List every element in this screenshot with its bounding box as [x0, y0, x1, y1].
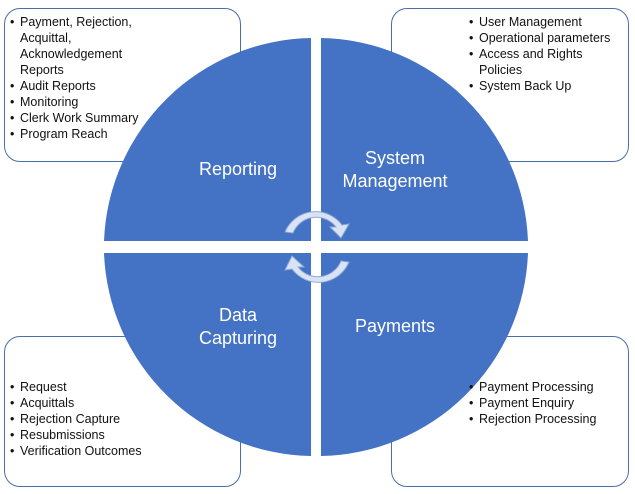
payments-list-item: Payment Enquiry [469, 395, 619, 411]
system-management-list-item: User Management [469, 14, 619, 30]
system-management-title-line: Management [342, 171, 448, 191]
data-capturing-title-line: Data [218, 305, 258, 325]
quadrant-payments [321, 253, 528, 456]
reporting-list-item: Audit Reports [10, 78, 142, 94]
system-management-title-line: System [364, 148, 425, 168]
system-management-title: System Management [320, 147, 470, 193]
system-management-list: User Management Operational parameters A… [469, 14, 619, 94]
quadrant-system-management [321, 38, 528, 241]
data-capturing-list: Request Acquittals Rejection Capture Res… [10, 379, 170, 459]
data-capturing-title: Data Capturing [168, 304, 308, 350]
quadrant-data-capturing [104, 253, 311, 456]
system-management-list-item: System Back Up [469, 78, 619, 94]
data-capturing-list-item: Rejection Capture [10, 411, 170, 427]
reporting-list-item: Clerk Work Summary [10, 110, 142, 126]
cycle-arrow-bottom [284, 255, 350, 283]
system-management-list-item: Operational parameters [469, 30, 619, 46]
payments-title-line: Payments [354, 316, 436, 336]
data-capturing-list-item: Verification Outcomes [10, 443, 170, 459]
system-management-list-item: Access and Rights Policies [469, 46, 619, 78]
reporting-title-line: Reporting [198, 159, 278, 179]
payments-title: Payments [320, 315, 470, 338]
reporting-title: Reporting [168, 158, 308, 181]
data-capturing-list-item: Request [10, 379, 170, 395]
cycle-arrow-top [284, 211, 350, 239]
reporting-list-item: Monitoring [10, 94, 142, 110]
quadrant-reporting [104, 38, 311, 241]
data-capturing-list-item: Acquittals [10, 395, 170, 411]
data-capturing-list-item: Resubmissions [10, 427, 170, 443]
reporting-list: Payment, Rejection, Acquittal, Acknowled… [10, 14, 142, 142]
reporting-list-item: Program Reach [10, 126, 142, 142]
payments-list: Payment Processing Payment Enquiry Rejec… [469, 379, 619, 427]
payments-list-item: Payment Processing [469, 379, 619, 395]
data-capturing-title-line: Capturing [198, 328, 278, 348]
payments-list-item: Rejection Processing [469, 411, 619, 427]
reporting-list-item: Payment, Rejection, Acquittal, Acknowled… [10, 14, 142, 78]
